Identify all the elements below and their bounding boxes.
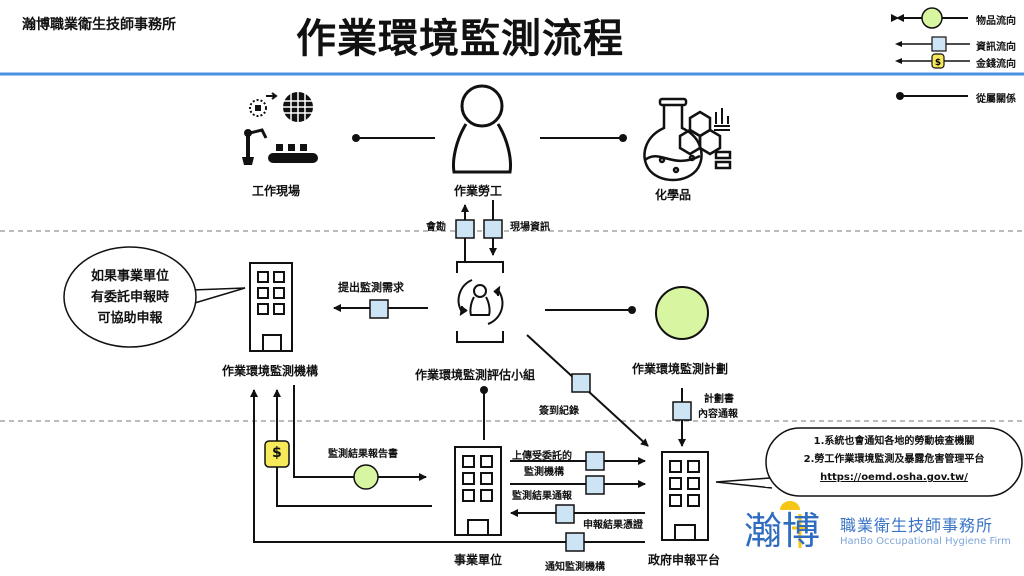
report-arrow (293, 385, 427, 481)
legend-item-flow-icon (921, 7, 943, 29)
survey-info-icon (455, 219, 475, 239)
result-notice-info-icon (585, 475, 605, 495)
node-label-monitoring-agency: 作業環境監測機構 (222, 364, 319, 378)
legend-dependency-icon (896, 92, 904, 100)
payment-arrow (273, 389, 432, 507)
callout-line: 2.勞工作業環境監測及暴露危害管理平台 (803, 454, 985, 465)
legend-info-flow-icon (931, 36, 947, 52)
callout-line: 可協助申報 (97, 311, 163, 326)
sign-in-info-icon (571, 373, 591, 393)
node-label-chemicals: 化學品 (655, 188, 692, 202)
legend: $ (891, 7, 970, 100)
platform-url-link[interactable]: https://oemd.osha.gov.tw/ (820, 472, 968, 483)
node-label-assessment-team: 作業環境監測評估小組 (415, 368, 536, 382)
node-label-workplace: 工作現場 (252, 184, 301, 198)
callout-line: 如果事業單位 (90, 269, 169, 284)
helmet-icon (780, 501, 800, 510)
flow-label-result-proof: 申報結果憑證 (583, 520, 643, 531)
assessment-team-icon (456, 261, 504, 343)
flow-label-upload-agency-2: 監測機構 (524, 467, 564, 478)
upload-agency-info-icon (585, 451, 605, 471)
node-label-business-unit: 事業單位 (454, 553, 503, 567)
flow-label-upload-agency-1: 上傳受委託的 (512, 451, 572, 462)
monitoring-agency-building-icon (249, 262, 293, 352)
flow-label-plan-notice-2: 內容通報 (698, 409, 738, 420)
legend-label: 從屬關係 (976, 94, 1016, 105)
platform-callout (715, 427, 1023, 497)
gov-platform-building-icon (661, 451, 709, 541)
brand-name-cn: 職業衛生技師事務所 (840, 516, 994, 535)
agency-callout-text: 如果事業單位 有委託申報時 可協助申報 (70, 266, 190, 329)
flow-label-sign-in: 簽到紀錄 (539, 406, 579, 417)
workplace-icon (242, 92, 318, 165)
result-proof-info-icon (555, 504, 575, 524)
legend-label: 物品流向 (976, 16, 1016, 27)
business-unit-building-icon (454, 446, 502, 536)
flow-label-plan-notice-1: 計劃書 (704, 394, 734, 405)
brand-logo: 瀚博 (744, 509, 821, 553)
notify-agency-info-icon (565, 532, 585, 552)
report-item-icon (353, 464, 379, 490)
flow-label-survey: 會勘 (426, 222, 446, 233)
callout-line: 1.系統也會通知各地的勞動檢查機關 (813, 436, 975, 447)
callout-line: 有委託申報時 (90, 290, 169, 305)
notify-agency-arrow (250, 389, 645, 543)
payment-money-icon (264, 440, 290, 468)
svg-text:$: $ (935, 58, 941, 68)
node-label-gov-platform: 政府申報平台 (648, 553, 721, 567)
legend-money-flow-icon (931, 53, 945, 69)
legend-label: 金錢流向 (976, 59, 1016, 70)
flow-label-request: 提出監測需求 (338, 281, 404, 294)
flow-label-report: 監測結果報告書 (328, 449, 398, 460)
legend-label: 資訊流向 (976, 42, 1016, 53)
site-info-icon (483, 219, 503, 239)
agency-callout (63, 246, 246, 348)
money-symbol: $ (272, 445, 282, 461)
company-name: 瀚博職業衛生技師事務所 (22, 17, 176, 33)
plan-notice-info-icon (672, 401, 692, 421)
page-title: 作業環境監測流程 (296, 16, 624, 62)
node-label-worker: 作業勞工 (454, 184, 503, 198)
flow-label-result-notice: 監測結果通報 (512, 491, 572, 502)
flow-label-site-info: 現場資訊 (510, 222, 550, 233)
flow-label-notify-agency: 通知監測機構 (545, 562, 605, 573)
worker-icon (452, 84, 512, 174)
node-label-monitoring-plan: 作業環境監測計劃 (632, 362, 729, 376)
monitoring-plan-icon (655, 286, 709, 340)
chemicals-icon (643, 97, 732, 182)
platform-callout-text: 1.系統也會通知各地的勞動檢查機關 2.勞工作業環境監測及暴露危害管理平台 ht… (772, 433, 1016, 487)
brand-name-en: HanBo Occupational Hygiene Firm (840, 536, 1011, 547)
request-info-icon (369, 299, 389, 319)
